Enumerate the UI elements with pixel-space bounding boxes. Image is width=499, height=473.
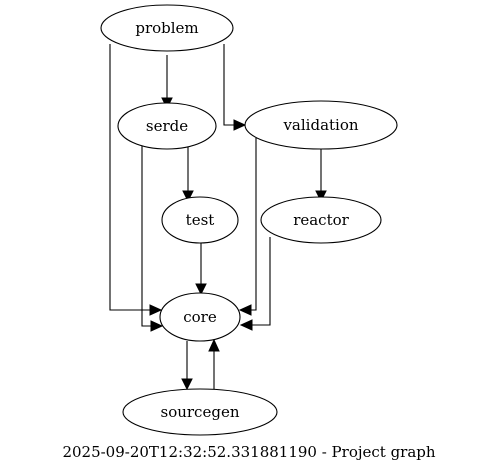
node-label-serde: serde (146, 117, 188, 135)
edge-problem-validation (223, 44, 247, 131)
edge-reactor-core (239, 237, 271, 331)
edges (109, 44, 327, 391)
node-reactor[interactable]: reactor (260, 196, 382, 244)
edge-problem-serde (161, 55, 173, 110)
edge-serde-test (182, 146, 194, 203)
edge-sourcegen-core (208, 338, 220, 389)
edge-core-sourcegen (181, 341, 193, 391)
node-validation[interactable]: validation (244, 100, 398, 150)
node-label-test: test (186, 211, 215, 229)
node-core[interactable]: core (159, 292, 241, 342)
edge-validation-reactor (315, 149, 327, 203)
node-label-core: core (183, 308, 217, 326)
edge-validation-core (238, 138, 257, 316)
node-problem[interactable]: problem (100, 4, 234, 52)
edge-problem-core (109, 44, 163, 316)
edge-serde-core (141, 146, 164, 332)
node-label-reactor: reactor (293, 211, 349, 229)
node-sourcegen[interactable]: sourcegen (122, 388, 278, 436)
node-serde[interactable]: serde (117, 102, 217, 150)
node-label-sourcegen: sourcegen (161, 403, 240, 421)
nodes: problem serde validation test reactor co… (100, 4, 398, 436)
edge-test-core (195, 243, 207, 296)
graph-caption: 2025-09-20T12:32:52.331881190 - Project … (62, 443, 435, 461)
node-label-problem: problem (135, 19, 198, 37)
node-label-validation: validation (282, 116, 358, 134)
node-test[interactable]: test (161, 196, 239, 244)
